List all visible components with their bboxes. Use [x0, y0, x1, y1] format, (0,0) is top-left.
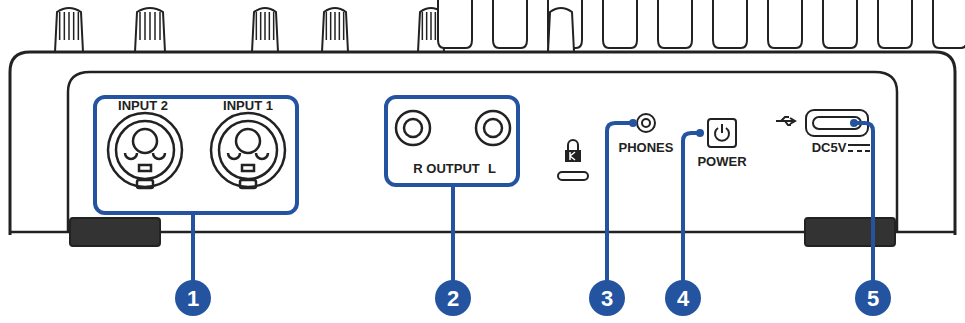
knurl — [59, 12, 61, 40]
security-slot — [558, 140, 588, 180]
button-label: POWER — [697, 155, 746, 168]
knob — [135, 8, 165, 52]
knurl — [154, 12, 156, 40]
knurl — [422, 12, 424, 40]
knob — [548, 8, 574, 52]
phones-jack — [637, 114, 655, 132]
callout-number: 2 — [447, 288, 459, 310]
combo-jacks — [108, 113, 285, 188]
housing — [10, 52, 955, 235]
top-controls — [55, 0, 965, 52]
jack-label: INPUT 2 — [118, 99, 168, 112]
panel-face — [68, 72, 897, 232]
foot — [805, 218, 895, 246]
knurl — [73, 12, 75, 40]
fader-cap — [878, 0, 912, 48]
knurl — [330, 12, 332, 40]
knurl — [149, 12, 151, 40]
knob — [252, 8, 278, 52]
jack-label: R — [413, 162, 422, 175]
knurl — [334, 12, 336, 40]
callout-number: 1 — [187, 288, 199, 310]
foot — [70, 218, 160, 246]
knurl — [339, 12, 341, 40]
fader-cap — [933, 0, 965, 48]
fader-cap — [768, 0, 802, 48]
knurl — [78, 12, 80, 40]
callout-dots — [175, 119, 891, 316]
knurl — [256, 12, 258, 40]
knob — [55, 8, 83, 52]
port-label: DC5V — [812, 141, 847, 154]
knurl — [260, 12, 262, 40]
power-button — [708, 119, 736, 147]
callout-number: 5 — [867, 288, 879, 310]
knurl — [264, 12, 266, 40]
knurl — [430, 12, 432, 40]
knurl — [144, 12, 146, 40]
knob — [548, 8, 574, 52]
fader-cap — [823, 0, 857, 48]
knurl — [326, 12, 328, 40]
fader-cap — [493, 0, 527, 48]
knurl — [426, 12, 428, 40]
fader-cap — [713, 0, 747, 48]
fader-cap — [603, 0, 637, 48]
jack-label: INPUT 1 — [223, 99, 273, 112]
knurl — [269, 12, 271, 40]
knurl — [64, 12, 66, 40]
knurl — [435, 12, 437, 40]
knurl — [139, 12, 141, 40]
callout-leaders — [95, 97, 873, 282]
fader-cap — [438, 0, 472, 48]
jack-label: OUTPUT — [426, 162, 479, 175]
jack-label: L — [488, 162, 496, 175]
knurl — [68, 12, 70, 40]
fader-cap — [658, 0, 692, 48]
jack-label: PHONES — [619, 141, 674, 154]
callout-number: 3 — [601, 288, 613, 310]
knob — [322, 8, 348, 52]
output-jacks — [396, 111, 510, 145]
knurl — [343, 12, 345, 40]
knurl — [159, 12, 161, 40]
callout-number: 4 — [677, 288, 689, 310]
knurl — [273, 12, 275, 40]
